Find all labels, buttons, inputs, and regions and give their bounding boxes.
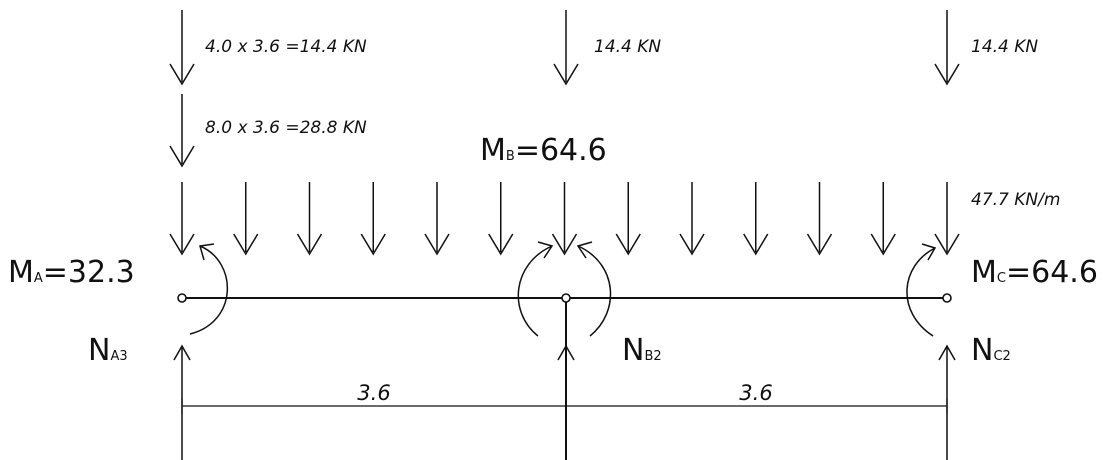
load-label-c1: 14.4 KN [971,37,1038,57]
moment-arc-a [189,245,229,335]
distributed-load-arrows [169,182,960,256]
moment-arc-b-left-head [537,241,554,259]
point-load-arrow-a2 [169,94,195,168]
reaction-label-c: NC2 [971,333,1011,368]
load-label-b1: 14.4 KN [594,37,661,57]
distributed-load-arrow [743,182,769,256]
moment-arc-a-head [199,243,215,261]
reaction-label-a: NA3 [88,333,128,368]
distributed-load-label: 47.7 KN/m [971,190,1060,210]
moment-arc-b-left [517,245,553,337]
distributed-load-arrow [934,182,960,256]
moment-arc-b-right [577,245,612,337]
distributed-load-arrow [233,182,259,256]
distributed-load-arrow [296,182,323,256]
span-label-bc: 3.6 [739,381,772,405]
point-load-arrow-a1 [169,10,195,86]
joint-c [942,293,952,303]
moment-label-b: MB=64.6 [480,133,607,168]
distributed-load-arrow [424,182,450,256]
moment-arc-b-right-head [576,241,593,259]
moment-label-c: MC=64.6 [971,255,1098,290]
load-label-a1: 4.0 x 3.6 =14.4 KN [205,37,367,57]
point-load-arrow-c1 [934,10,960,86]
distributed-load-arrow [488,182,514,256]
joint-a [177,293,187,303]
moment-arc-c-head [921,243,937,261]
distributed-load-arrow [870,182,896,256]
load-label-a2: 8.0 x 3.6 =28.8 KN [205,118,367,138]
distributed-load-arrow [806,182,833,256]
joint-b [561,293,571,303]
span-label-ab: 3.6 [357,381,390,405]
distributed-load-arrow [615,182,641,256]
distributed-load-arrow [169,182,195,256]
reaction-label-b: NB2 [622,333,662,368]
point-load-arrow-b1 [553,10,579,86]
moment-label-a: MA=32.3 [8,255,135,290]
distributed-load-arrow [360,182,386,256]
distributed-load-arrow [679,182,705,256]
reaction-arrow-b [557,344,575,361]
moment-arc-c [906,247,936,337]
distributed-load-arrow [551,182,578,256]
